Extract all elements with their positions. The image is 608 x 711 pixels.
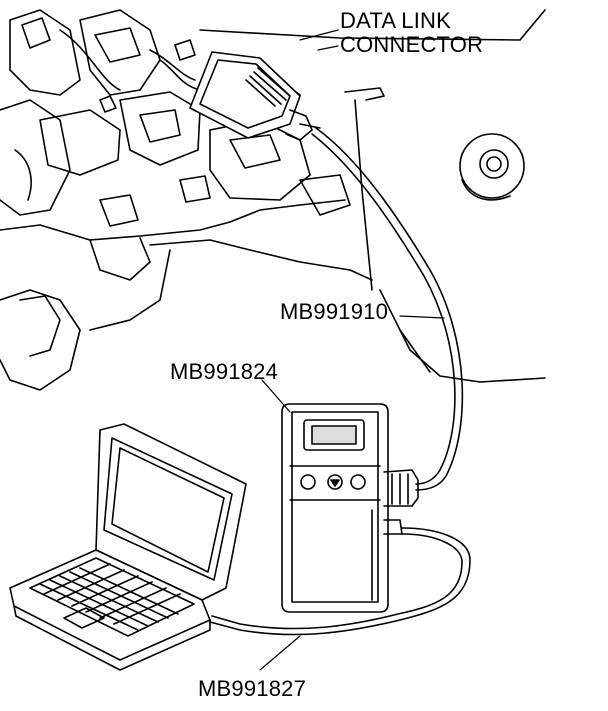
vci-button-esc [301,475,315,489]
data-link-connector-plug [190,30,338,140]
usb-cable-mb991827-label: MB991827 [198,676,307,701]
vci-mb991824-label: MB991824 [170,359,279,384]
cable-mb991910-label: MB991910 [280,299,389,324]
usb-cable-mb991827 [210,528,470,670]
data-link-connector-label-line2: CONNECTOR [340,32,484,57]
vci-button-enter [351,475,365,489]
data-link-connector-label-line1: DATA LINK [340,8,452,33]
vci-unit [262,380,418,612]
dashboard-underside [0,10,545,390]
laptop-pc [10,424,246,670]
vci-button-down [328,475,342,489]
round-dash-fitting [460,134,524,200]
cable-mb991910 [312,128,462,490]
